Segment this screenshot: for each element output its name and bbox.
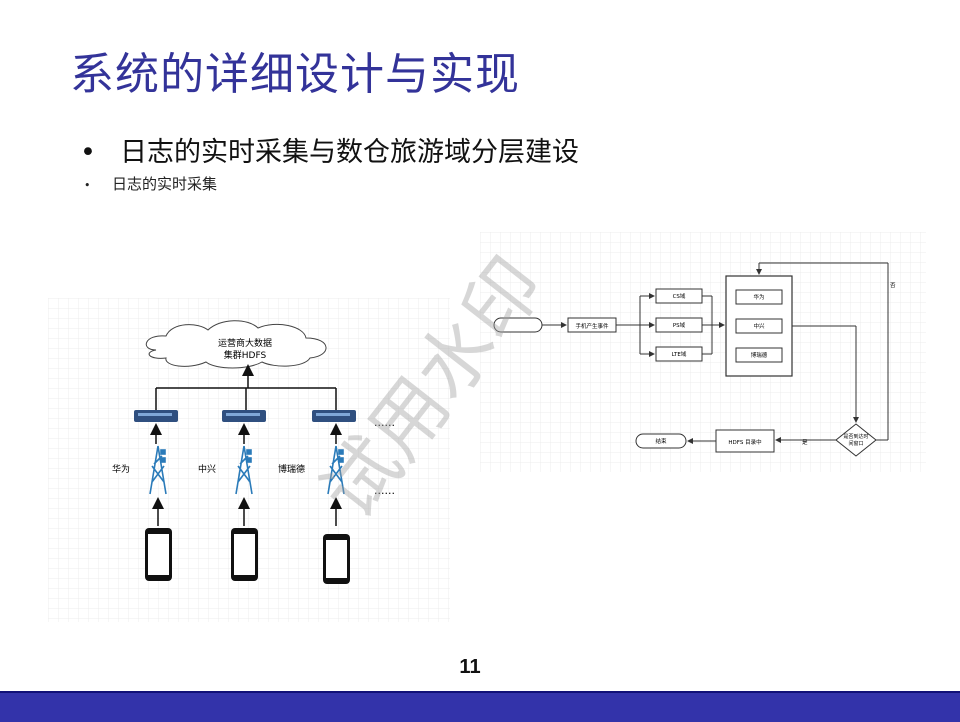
bullet-sub-text: 日志的实时采集: [112, 175, 218, 193]
yes-label: 是: [802, 439, 808, 446]
switch-icon: [312, 410, 356, 422]
switch-icon: [134, 410, 178, 422]
vendor-node: [735, 347, 783, 363]
vendor-node: [735, 318, 783, 334]
hdfs-node-label: HDFS 目录中: [728, 438, 761, 446]
bullet-dot: •: [84, 179, 91, 192]
cloud-label-line1: 运营商大数据: [218, 337, 272, 349]
cloud-label-line2: 集群HDFS: [224, 349, 267, 361]
phone-icon: [145, 528, 172, 581]
vendor-node-label: 中兴: [753, 322, 765, 330]
domain-node-label: LTE域: [672, 350, 687, 358]
phone-icon: [323, 534, 350, 584]
ellipsis-bottom: ......: [374, 484, 395, 497]
vendor-node-label: 博瑞德: [751, 351, 768, 359]
bullet-main-text: 日志的实时采集与数仓旅游域分层建设: [120, 137, 579, 168]
cell-tower-icon: [149, 445, 167, 495]
vendor-label: 中兴: [198, 463, 216, 475]
ellipsis-top: ......: [374, 416, 395, 429]
end-terminal-label: 结束: [655, 437, 667, 445]
phone-icon: [231, 528, 258, 581]
decision-label-line1: 是否到达时: [843, 433, 868, 440]
end-terminal: [635, 433, 687, 449]
event-node-label: 手机产生事件: [575, 322, 609, 330]
cell-tower-icon: [235, 445, 253, 495]
switch-icon: [222, 410, 266, 422]
domain-node-label: CS域: [673, 292, 686, 300]
start-terminal: [493, 317, 543, 333]
footer-bar: [0, 691, 960, 722]
collection-architecture-diagram: 运营商大数据 集群HDFS ...... 华为 中兴 博瑞德 ......: [48, 298, 450, 622]
vendor-node-label: 华为: [753, 293, 764, 301]
hdfs-cloud-icon: [145, 320, 327, 369]
vendor-label: 博瑞德: [278, 463, 305, 475]
bullet-dot: •: [80, 137, 96, 168]
page-number: 11: [459, 656, 481, 678]
decision-label-line2: 间窗口: [848, 440, 863, 447]
bullet-main: • 日志的实时采集与数仓旅游域分层建设: [80, 130, 579, 169]
vendor-label: 华为: [112, 463, 130, 475]
cell-tower-icon: [327, 445, 345, 495]
bullet-sub: • 日志的实时采集: [84, 173, 217, 194]
slide-title: 系统的详细设计与实现: [70, 49, 520, 100]
domain-node-label: PS域: [673, 321, 686, 329]
vendor-node: [735, 289, 783, 305]
no-label: 否: [890, 282, 896, 289]
collection-flowchart-diagram: 手机产生事件 CS域 PS域 LTE域 华为 中兴 博瑞德 是否到达时 间窗口 …: [480, 232, 926, 472]
time-window-decision: [835, 423, 877, 457]
